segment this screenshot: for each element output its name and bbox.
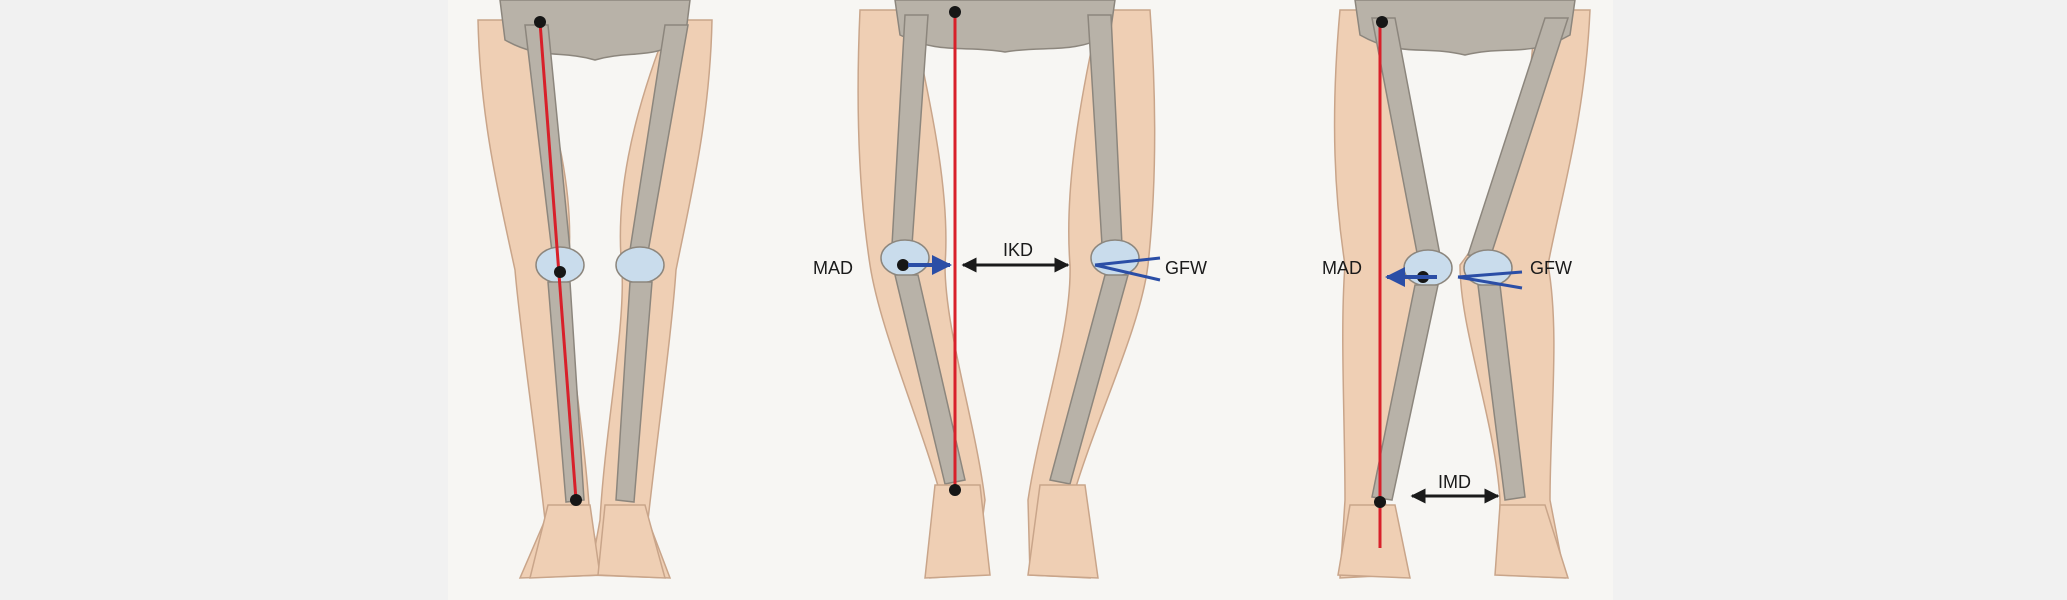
gfw-label-varus: GFW bbox=[1165, 258, 1207, 278]
knee-center-point bbox=[554, 266, 566, 278]
mechanical-axis-line bbox=[538, 21, 578, 501]
right-tibia bbox=[894, 274, 966, 485]
mad-label-valgus: MAD bbox=[1322, 258, 1362, 278]
right-tibia bbox=[547, 281, 585, 503]
mad-label-varus: MAD bbox=[813, 258, 853, 278]
right-foot bbox=[924, 484, 991, 579]
gfw-wedge bbox=[1457, 270, 1523, 290]
right-knee bbox=[1403, 249, 1453, 287]
ankle-center-point bbox=[1374, 496, 1386, 508]
left-knee bbox=[615, 246, 665, 284]
left-foot bbox=[1494, 504, 1570, 579]
right-foot bbox=[1337, 504, 1411, 579]
ankle-center-point bbox=[570, 494, 582, 506]
left-foot bbox=[597, 504, 666, 579]
knee-center-point bbox=[897, 259, 909, 271]
figure-valgus-alignment bbox=[1333, 0, 1591, 579]
left-leg-skin bbox=[1027, 9, 1156, 579]
right-foot bbox=[529, 504, 601, 579]
hip-center-point bbox=[1376, 16, 1388, 28]
left-tibia bbox=[1477, 284, 1526, 501]
ankle-center-point bbox=[949, 484, 961, 496]
left-tibia bbox=[615, 281, 653, 503]
ikd-label: IKD bbox=[1003, 240, 1034, 260]
left-foot bbox=[1027, 484, 1099, 579]
gfw-wedge bbox=[1094, 256, 1161, 282]
pelvis-bone bbox=[894, 0, 1116, 53]
right-tibia bbox=[1371, 284, 1439, 501]
hip-center-point bbox=[534, 16, 546, 28]
figure-varus-alignment bbox=[857, 0, 1161, 579]
hip-center-point bbox=[949, 6, 961, 18]
imd-label: IMD bbox=[1438, 472, 1471, 492]
left-tibia bbox=[1049, 274, 1129, 485]
figure-neutral-alignment bbox=[477, 0, 713, 579]
gfw-label-valgus: GFW bbox=[1530, 258, 1572, 278]
